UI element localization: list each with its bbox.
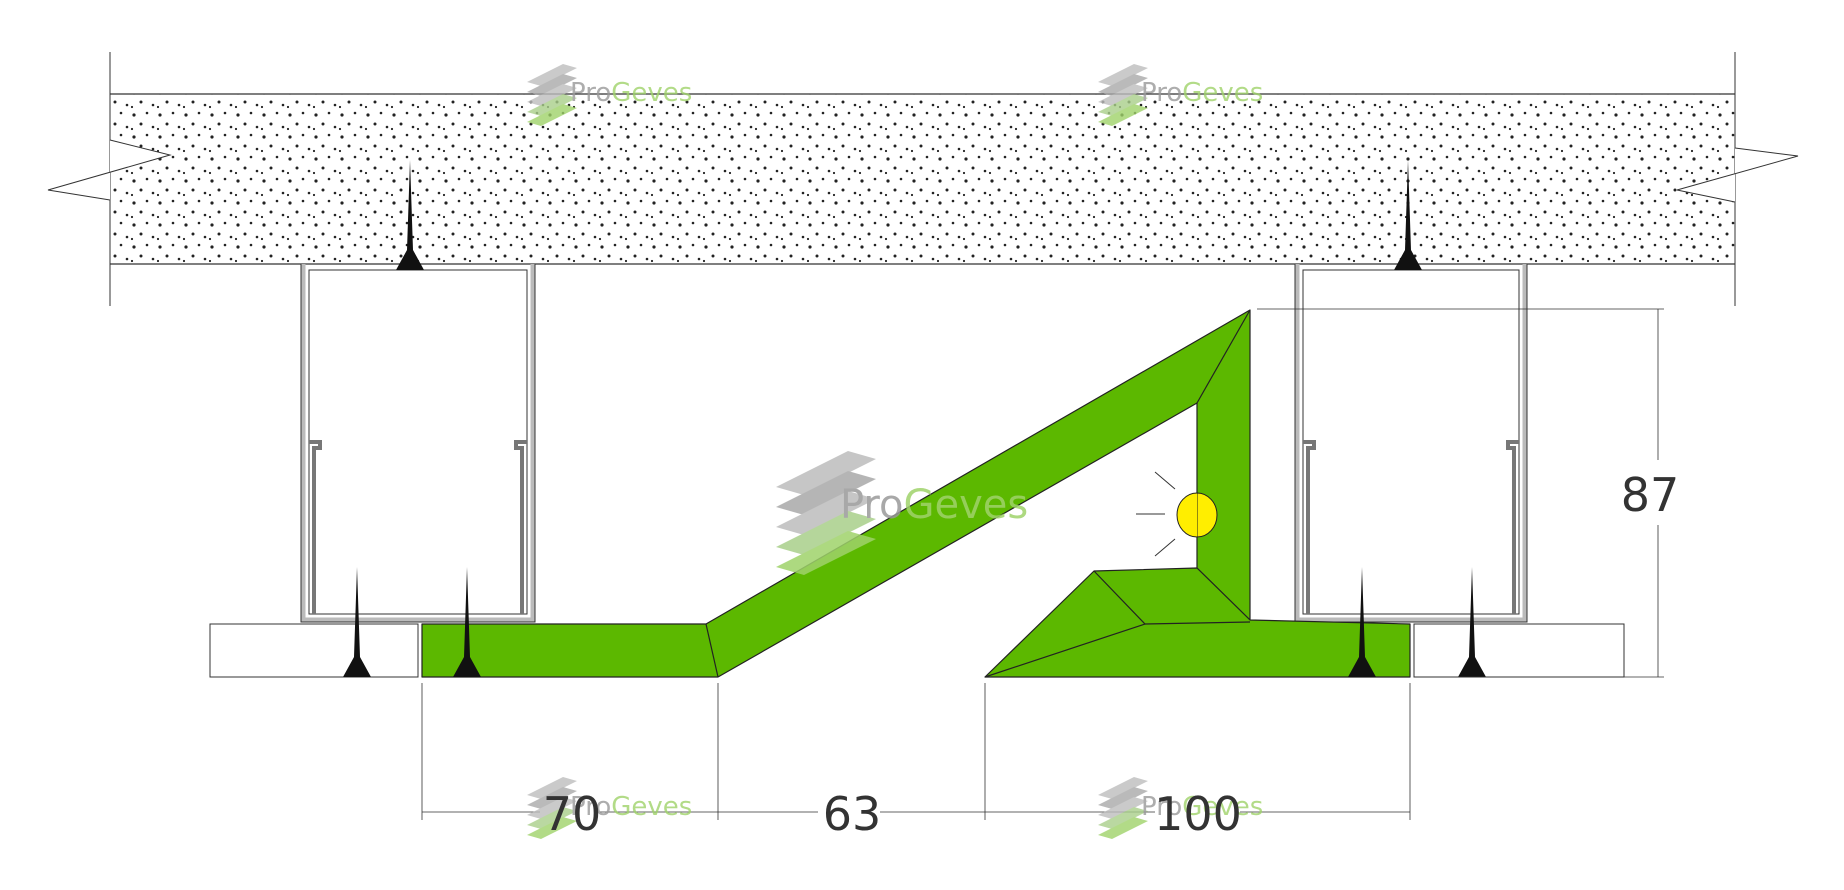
dimension-label-87: 87: [1621, 468, 1680, 522]
dimension-label-100: 100: [1154, 787, 1242, 841]
drywall-board-right: [1413, 623, 1625, 678]
break-mark-left: [47, 139, 172, 201]
svg-text:ProGeves: ProGeves: [1141, 792, 1263, 822]
watermark-bottom-left: ProGeves: [527, 777, 692, 839]
svg-text:ProGeves: ProGeves: [570, 792, 692, 822]
dimension-lines: [421, 308, 1664, 820]
watermark-bottom-right: ProGeves: [1098, 777, 1263, 839]
watermark-center: ProGeves: [776, 451, 1028, 575]
watermark-top-left: ProGeves: [527, 64, 692, 126]
svg-text:ProGeves: ProGeves: [840, 482, 1028, 528]
metal-profile-left: [300, 264, 536, 623]
dimension-label-70: 70: [543, 787, 602, 841]
break-mark-right: [1676, 147, 1799, 203]
concrete-slab: [47, 52, 1799, 306]
svg-text:ProGeves: ProGeves: [1141, 78, 1263, 108]
svg-text:ProGeves: ProGeves: [570, 78, 692, 108]
drywall-board-left: [209, 623, 419, 678]
watermark-top-right: ProGeves: [1098, 64, 1263, 126]
dimension-label-63: 63: [823, 787, 882, 841]
metal-profile-right: [1294, 264, 1528, 623]
green-profile: [421, 309, 1411, 678]
led-light-icon: [1136, 471, 1218, 557]
